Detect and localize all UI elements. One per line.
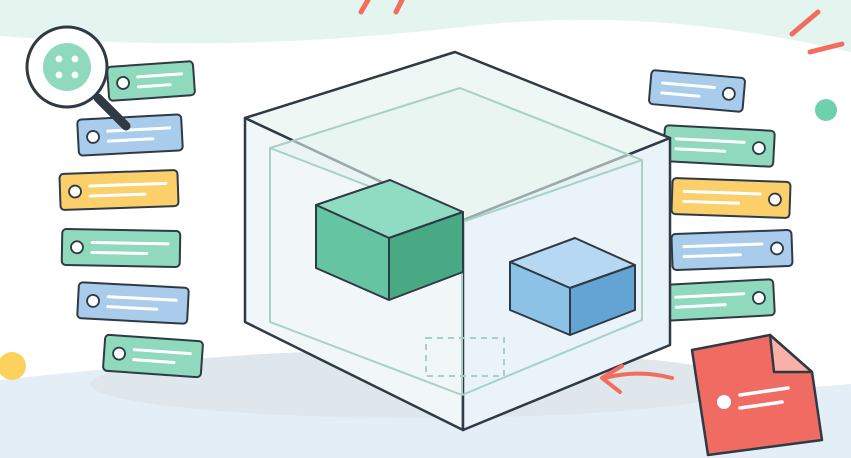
left-tag-2 xyxy=(76,113,184,157)
left-tag-5 xyxy=(76,281,190,325)
curved-arrow-icon xyxy=(600,364,674,394)
right-tag-3 xyxy=(670,177,792,219)
left-tag-1 xyxy=(106,60,196,102)
green-block xyxy=(315,179,464,301)
right-tag-4 xyxy=(670,229,794,271)
right-tag-5 xyxy=(662,278,776,322)
decor-dot-yellow xyxy=(0,352,26,380)
accent-strokes-right xyxy=(789,9,845,55)
document-icon xyxy=(690,333,824,457)
left-tag-6 xyxy=(102,333,204,379)
accent-strokes-top xyxy=(358,0,405,15)
left-tag-4 xyxy=(60,228,182,268)
decor-dot-green xyxy=(815,99,837,121)
magnifier-icon xyxy=(25,25,131,131)
left-tag-3 xyxy=(58,169,180,211)
right-tag-2 xyxy=(662,124,776,168)
right-tag-1 xyxy=(648,69,746,113)
tags-left xyxy=(58,60,204,379)
dashed-placeholder xyxy=(425,337,505,377)
tags-right xyxy=(648,69,794,322)
container-cube xyxy=(243,50,672,432)
blue-block xyxy=(509,237,636,336)
background-wave-top xyxy=(0,0,851,52)
